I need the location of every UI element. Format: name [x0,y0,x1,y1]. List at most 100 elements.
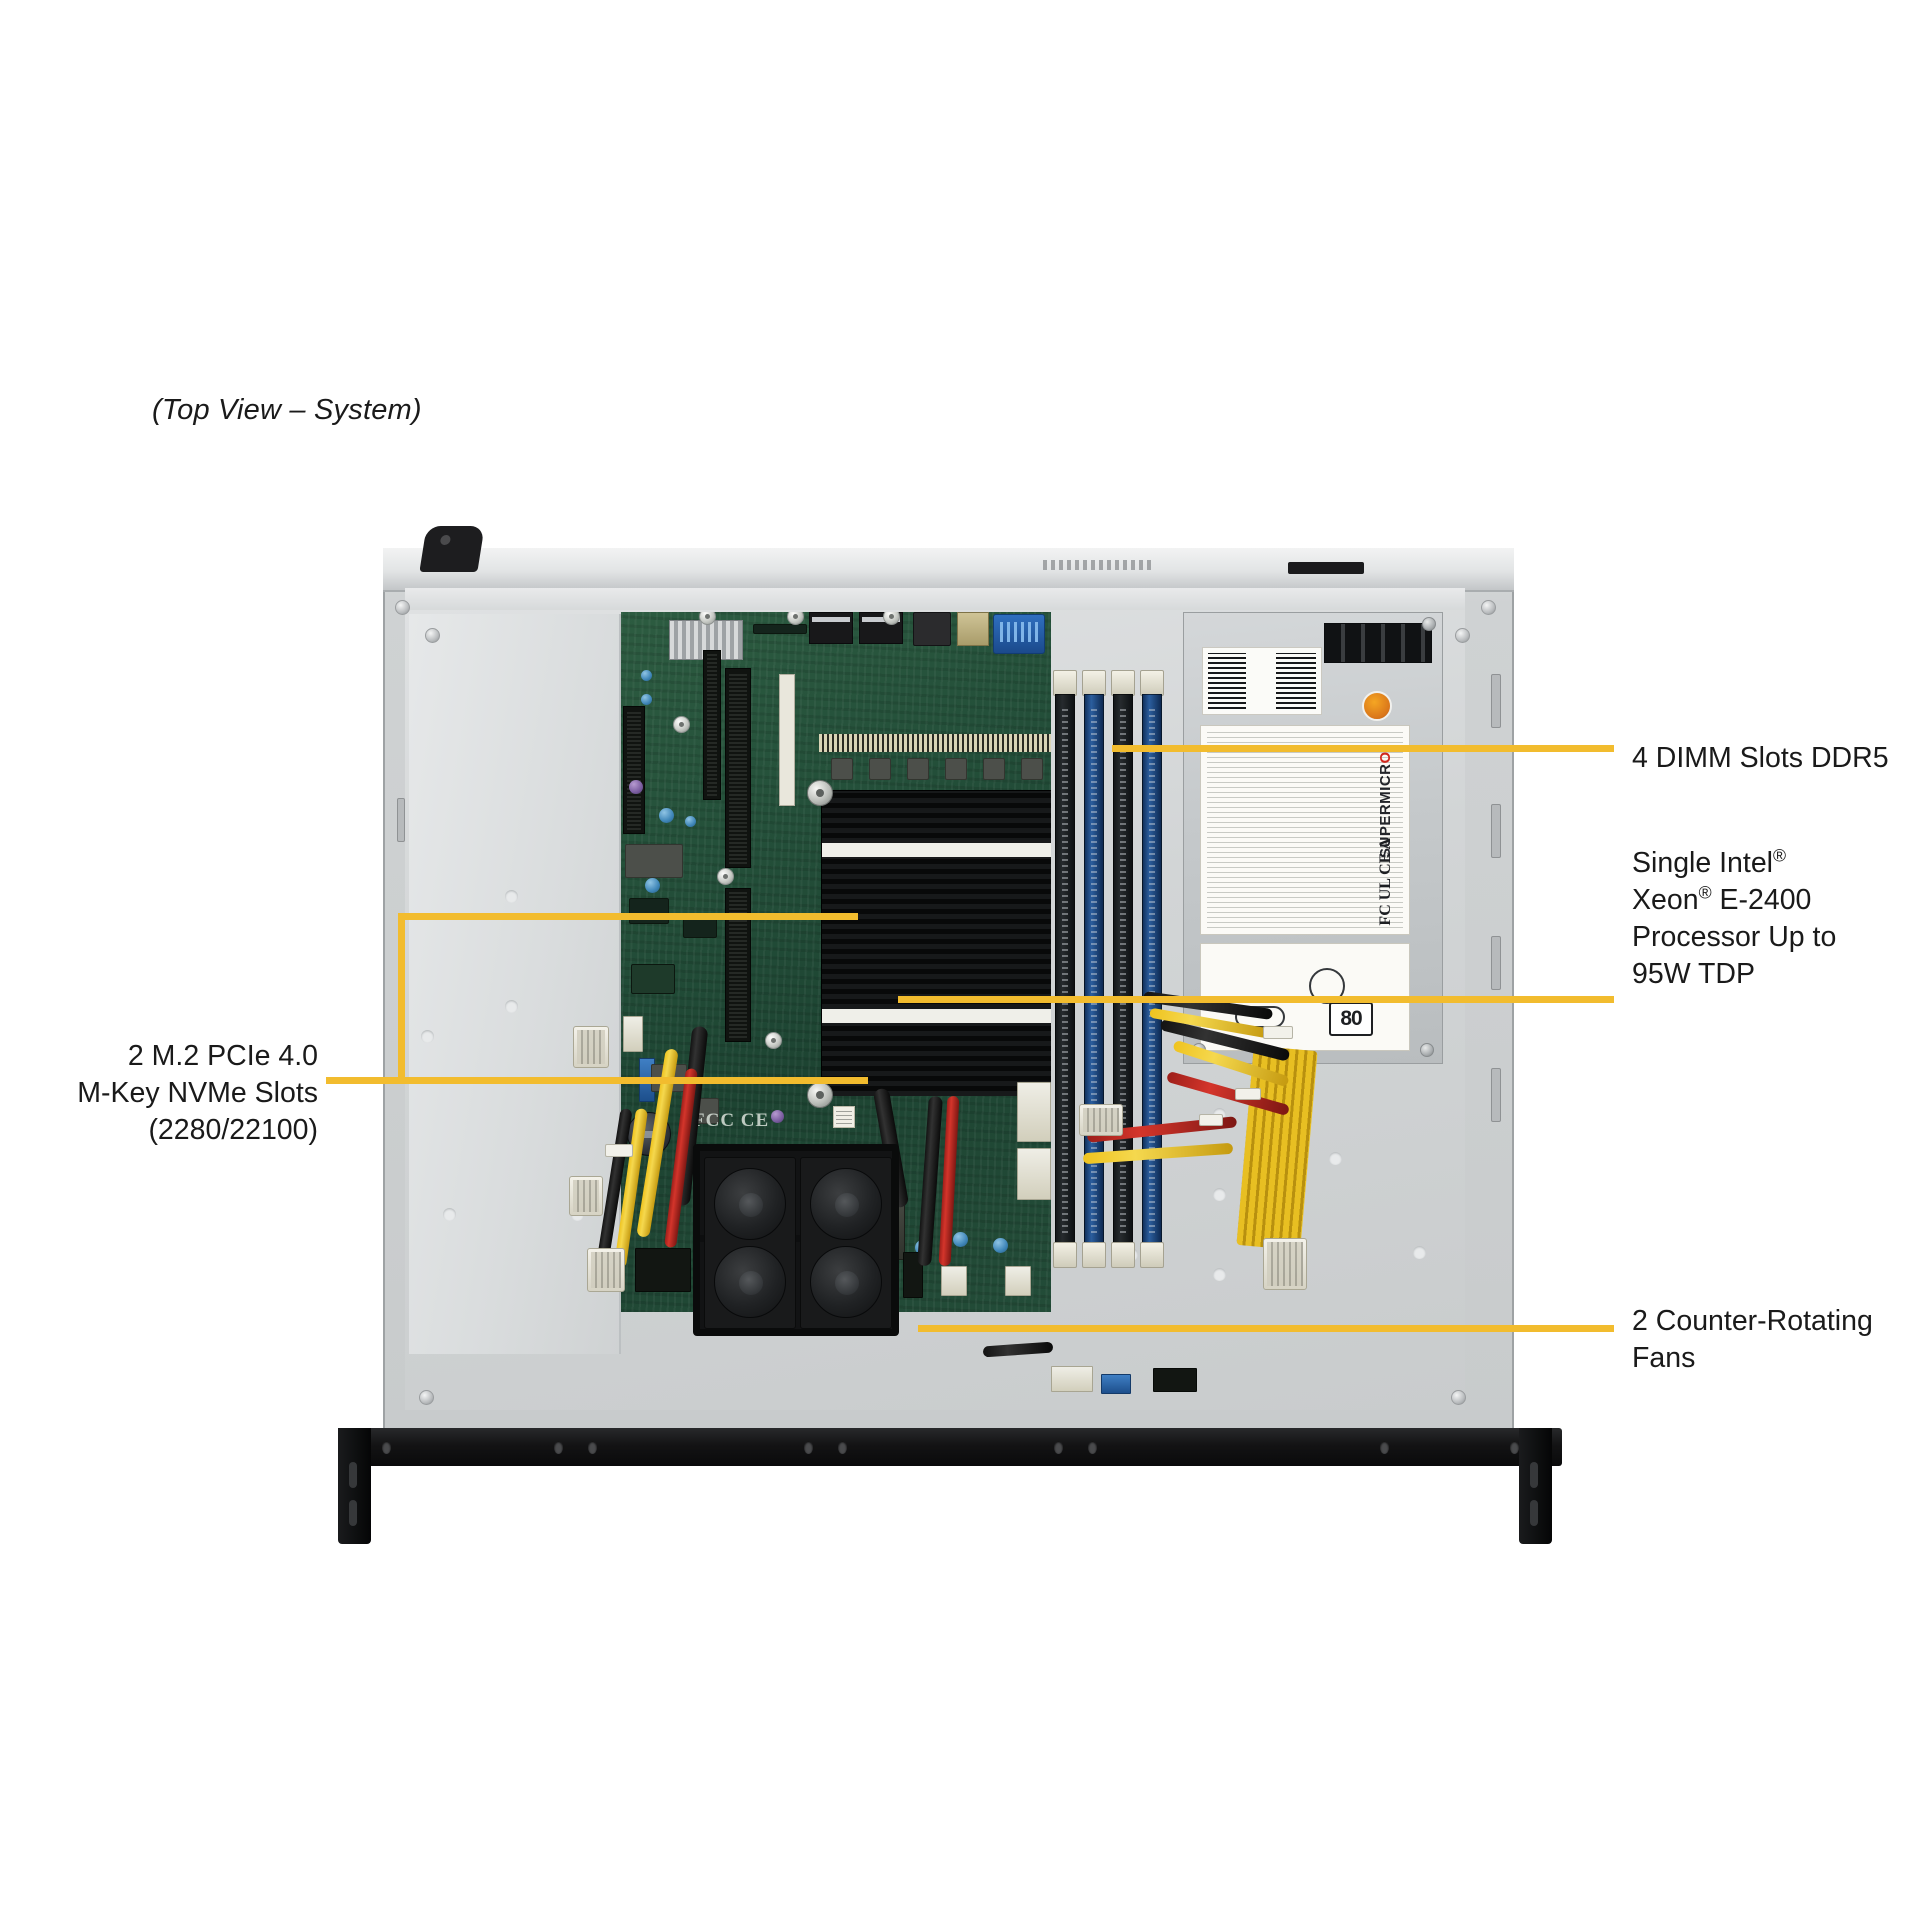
bezel-hole [382,1441,391,1454]
molex-connector [569,1176,603,1216]
heatsink-screw [807,1082,833,1108]
vga-port [993,614,1045,654]
psu-screw [1422,617,1436,631]
mosfet [831,758,853,780]
floor-hole [1213,1268,1226,1281]
server-chassis-top-view: FCC CE [338,526,1562,1544]
view-caption: (Top View – System) [152,394,422,426]
counter-rotating-fan [800,1157,892,1329]
board-chip [625,844,683,878]
floor-hole [1413,1246,1426,1259]
molex-connector [1079,1104,1123,1136]
psu-vent [1324,623,1432,663]
callout-m2-line1: 2 M.2 PCIe 4.0 [127,1040,318,1072]
leader-line-m2-lower [398,1077,868,1084]
white-slot [779,674,795,806]
chassis-screw [1451,1390,1466,1405]
psu-warning-icon [1362,691,1392,721]
m2-slot-upper [623,706,645,834]
bezel-hole [804,1441,813,1454]
bezel-hole [1054,1441,1063,1454]
board-chip [753,624,807,634]
leader-line-dimm [1112,745,1614,752]
cable-tie [605,1144,633,1157]
chassis-side-tab [1491,674,1501,728]
fan-header [1005,1266,1031,1296]
capacitor [645,878,660,893]
chassis-screw [425,628,440,643]
floor-hole [505,1000,518,1013]
chassis-rear-lip [405,588,1465,614]
rack-mount-ear-left [338,1428,371,1544]
mosfet [983,758,1005,780]
molex-connector [1263,1238,1307,1290]
dimm-slot [1082,670,1106,1268]
sata-connector [635,1248,691,1292]
chassis-left-floor-panel [409,614,621,1354]
bezel-hole [554,1441,563,1454]
vrm-row [819,734,1051,752]
leader-line-m2-bracket [398,913,405,1084]
atx-power-connector [1017,1082,1051,1142]
bezel-hole [1088,1441,1097,1454]
power-supply-unit: SUPERMICRO FC UL CE A 80 [1183,612,1443,1064]
bezel-hole [588,1441,597,1454]
callout-m2-line3: (2280/22100) [148,1114,318,1147]
board-standoff [699,612,716,625]
counter-rotating-fan [704,1157,796,1329]
cpu-power-connector [1017,1148,1051,1200]
capacitor [993,1238,1008,1253]
rear-expansion-slot [1288,562,1364,574]
psu-spec-label: SUPERMICRO FC UL CE A [1200,725,1410,935]
cpu-heatsink [821,790,1051,1096]
mosfet [945,758,967,780]
floor-hole [421,1030,434,1043]
molex-connector [587,1248,625,1292]
chassis-screw [1481,600,1496,615]
dimm-slots [1053,670,1167,1268]
board-chip [629,898,669,924]
capacitor [659,808,674,823]
chassis-side-tab [397,798,405,842]
cable-tie [1199,1114,1223,1126]
chassis-screw [419,1390,434,1405]
board-standoff [765,1032,782,1049]
front-panel-connector [1051,1366,1093,1392]
callout-m2-line2: M-Key NVMe Slots [77,1077,318,1110]
board-connector [903,1252,923,1298]
fan-assembly [693,1144,899,1336]
usb-port [809,612,853,644]
floor-hole [1329,1152,1342,1165]
floor-hole [443,1208,456,1221]
leader-line-m2-stem [326,1077,404,1084]
board-standoff [673,716,690,733]
callout-cpu-line4: 95W TDP [1632,958,1756,991]
riser-slot [725,668,751,868]
mosfet [1021,758,1043,780]
leader-line-fans [918,1325,1614,1332]
lan-port [913,612,951,646]
mosfet [907,758,929,780]
psu-barcode-label [1202,647,1322,715]
board-connector [623,1016,643,1052]
molex-connector [573,1026,609,1068]
callout-label-dimm: 4 DIMM Slots DDR5 [1632,740,1889,777]
fan-header [941,1266,967,1296]
riser-slot-lower [725,888,751,1042]
serial-port [957,612,989,646]
chassis-side-tab [1491,804,1501,858]
leader-line-m2-upper [398,913,858,920]
board-standoff [717,868,734,885]
bezel-hole [838,1441,847,1454]
board-chip [683,918,717,938]
pcie-slot [703,650,721,800]
callout-label-cpu: Single Intel® Xeon® E-2400 Processor Up … [1632,845,1836,993]
leader-line-cpu [898,996,1614,1003]
dimm-slot [1111,670,1135,1268]
floor-hole [505,890,518,903]
callout-cpu-line2: Xeon® E-2400 [1632,882,1812,917]
front-bezel [338,1428,1562,1466]
callout-fans-line2: Fans [1632,1342,1696,1375]
floor-hole [1213,1188,1226,1201]
capacitor [771,1110,784,1123]
